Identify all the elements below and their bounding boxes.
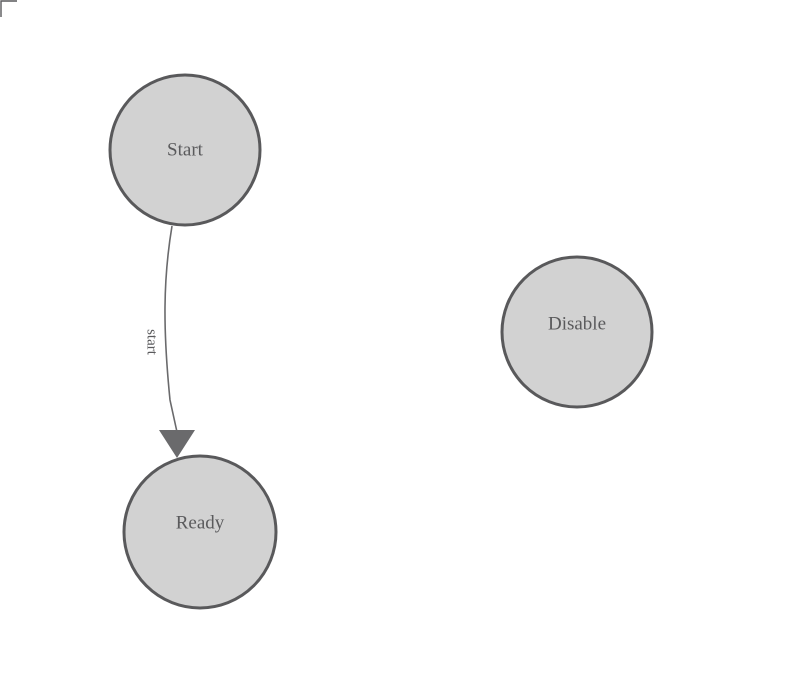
node-start-circle bbox=[108, 73, 262, 227]
node-disable[interactable]: Disable bbox=[500, 255, 654, 409]
node-ready-label: Ready bbox=[176, 512, 225, 533]
node-ready[interactable]: Ready bbox=[122, 454, 278, 610]
top-left-corner-mark bbox=[0, 0, 17, 17]
node-ready-circle bbox=[122, 454, 278, 610]
node-disable-label: Disable bbox=[548, 313, 606, 334]
arrowhead-icon bbox=[159, 430, 195, 458]
node-disable-circle bbox=[500, 255, 654, 409]
edge-label-start: start bbox=[144, 329, 160, 356]
node-start[interactable]: Start bbox=[108, 73, 262, 227]
edge-path bbox=[164, 225, 178, 433]
node-start-label: Start bbox=[167, 139, 204, 160]
edge-start-to-ready[interactable]: start bbox=[144, 225, 195, 458]
